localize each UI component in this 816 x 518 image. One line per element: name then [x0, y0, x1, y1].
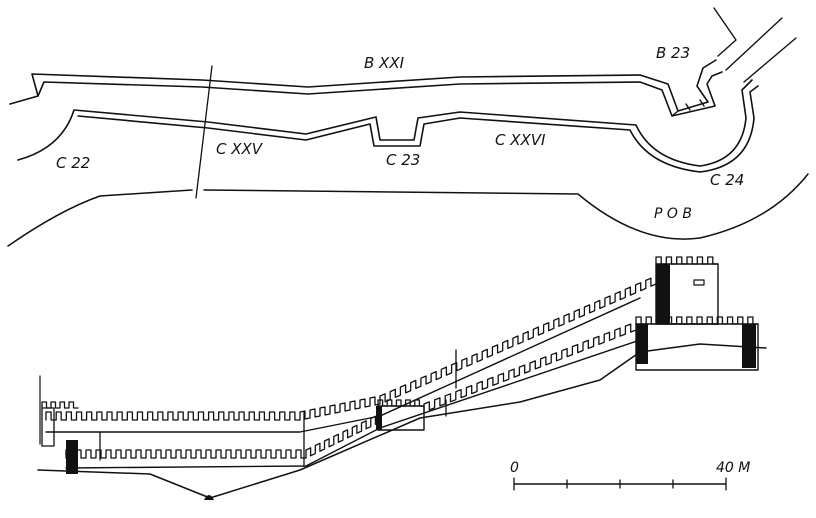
upper-wall-crenellation-1 — [45, 411, 301, 421]
lower-wall-crenellation-3 — [423, 323, 637, 413]
scale-bar-start-label: 0 — [510, 460, 519, 476]
tower-b23-outline — [671, 99, 705, 117]
scale-bar-ticks — [513, 477, 727, 491]
inner-wall-line-inner — [77, 85, 759, 173]
tower-right-upper-crenellation — [655, 256, 719, 265]
lower-wall-crenellation-2 — [305, 415, 381, 459]
label-moat: P O B — [654, 206, 692, 222]
tower-left-crenellation — [41, 401, 79, 409]
outer-wall-line — [9, 59, 717, 112]
label-wall-c26: C XXVI — [495, 131, 546, 149]
tower-left-hatch — [66, 440, 78, 474]
label-tower-b23: B 23 — [656, 44, 690, 62]
label-tower-c24: C 24 — [710, 171, 744, 189]
tower-right-lower-dark-right — [742, 324, 756, 368]
scale-bar: 0 40 M — [510, 460, 750, 491]
elevation-view — [37, 256, 767, 500]
tower-right-lower-crenellation — [635, 316, 759, 325]
moat-edge — [7, 173, 809, 247]
outer-wall-line-inner — [37, 71, 723, 117]
tower-right-window — [693, 279, 705, 286]
scale-bar-end-label: 40 M — [716, 460, 750, 476]
plan-view: B XXI C XXV C XXVI B 23 C 22 C 23 C 24 P… — [7, 7, 809, 247]
label-wall-c25: C XXV — [216, 140, 264, 158]
road-line-2 — [725, 17, 783, 71]
lower-wall-crenellation-1 — [65, 449, 307, 459]
upper-wall-crenellation-3 — [379, 277, 657, 405]
ground-marker — [204, 495, 214, 500]
label-wall-b21: B XXI — [364, 54, 405, 72]
upper-wall-crenellation-2 — [299, 396, 381, 421]
ground-line — [37, 343, 767, 499]
road-line-3 — [743, 37, 797, 83]
upper-wall-base — [45, 297, 641, 433]
tower-middle-crenellation — [377, 399, 425, 407]
lower-wall-base — [65, 339, 641, 469]
section-line — [195, 65, 213, 199]
label-tower-c22: C 22 — [56, 154, 90, 172]
tower-right-upper-dark — [656, 264, 670, 324]
tower-left-elevation — [41, 407, 55, 447]
inner-wall-line — [17, 79, 753, 167]
road-line-1 — [713, 7, 737, 57]
tower-middle-dark — [376, 406, 382, 430]
tower-right-lower-dark-left — [636, 324, 648, 364]
label-tower-c23: C 23 — [386, 151, 420, 169]
